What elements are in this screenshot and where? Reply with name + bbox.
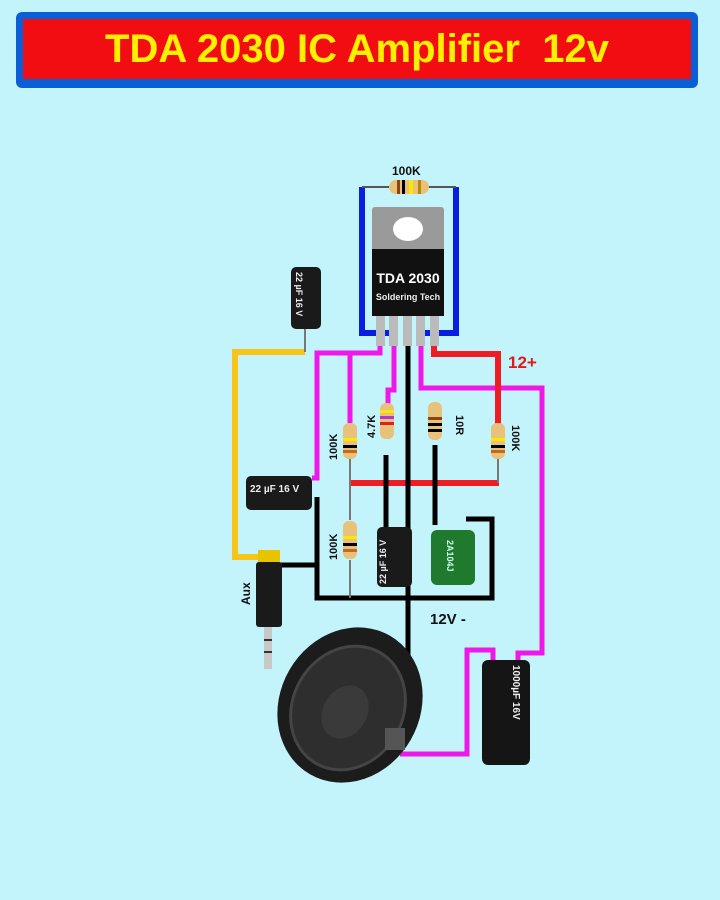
- resistor-10r: 10R: [428, 402, 465, 440]
- wire-yellow: [232, 349, 305, 560]
- wire-pink-pin4: [418, 345, 545, 660]
- title-banner: TDA 2030 IC Amplifier 12v: [16, 12, 698, 88]
- capacitor-22uf-middle: 22 µF 16 V: [377, 527, 412, 587]
- resistor-100k-left-top: 100K: [328, 423, 357, 460]
- wire-pink-speaker: [400, 647, 496, 757]
- title-banner-inner: TDA 2030 IC Amplifier 12v: [23, 19, 691, 79]
- capacitor-22uf-top: 22 µF 16 V: [291, 267, 321, 352]
- feedback-resistor-label: 100K: [392, 164, 421, 178]
- page-title: TDA 2030 IC Amplifier 12v: [105, 26, 609, 71]
- capacitor-1000uf: 1000µF 16V: [482, 660, 530, 765]
- resistor-100k-left-bottom: 100K: [328, 521, 357, 560]
- feedback-resistor: 100K: [389, 164, 429, 194]
- ic-name: TDA 2030: [376, 270, 440, 286]
- resistor-100k-right: 100K: [491, 423, 521, 459]
- wire-pink-pin1: [312, 345, 383, 481]
- r-left-top-label: 100K: [328, 434, 340, 460]
- minus-12v-label: 12V -: [430, 611, 466, 628]
- aux-jack: Aux: [239, 550, 282, 669]
- r-left-bottom-label: 100K: [328, 534, 340, 560]
- wire-red-plus: [431, 345, 501, 425]
- plus-12v-label: 12+: [508, 353, 537, 372]
- ic-brand: Soldering Tech: [376, 292, 440, 302]
- wire-pink-pin2: [385, 345, 397, 405]
- r-47k-label: 4.7K: [366, 415, 378, 438]
- ceramic-capacitor: 2A104J: [431, 530, 475, 585]
- cap-middle-label: 22 µF 16 V: [378, 540, 388, 584]
- speaker: [277, 627, 423, 783]
- r-10r-label: 10R: [453, 415, 465, 435]
- tda2030-ic: TDA 2030 Soldering Tech: [372, 207, 444, 346]
- r-right-label: 100K: [509, 425, 521, 451]
- resistor-4.7k: 4.7K: [366, 403, 394, 439]
- aux-label: Aux: [239, 582, 253, 605]
- ceramic-label: 2A104J: [445, 540, 455, 572]
- cap-top-label: 22 µF 16 V: [294, 272, 304, 316]
- cap-1000uf-label: 1000µF 16V: [510, 665, 521, 720]
- capacitor-22uf-left: 22 µF 16 V: [246, 476, 312, 510]
- cap-left-label: 22 µF 16 V: [250, 484, 299, 495]
